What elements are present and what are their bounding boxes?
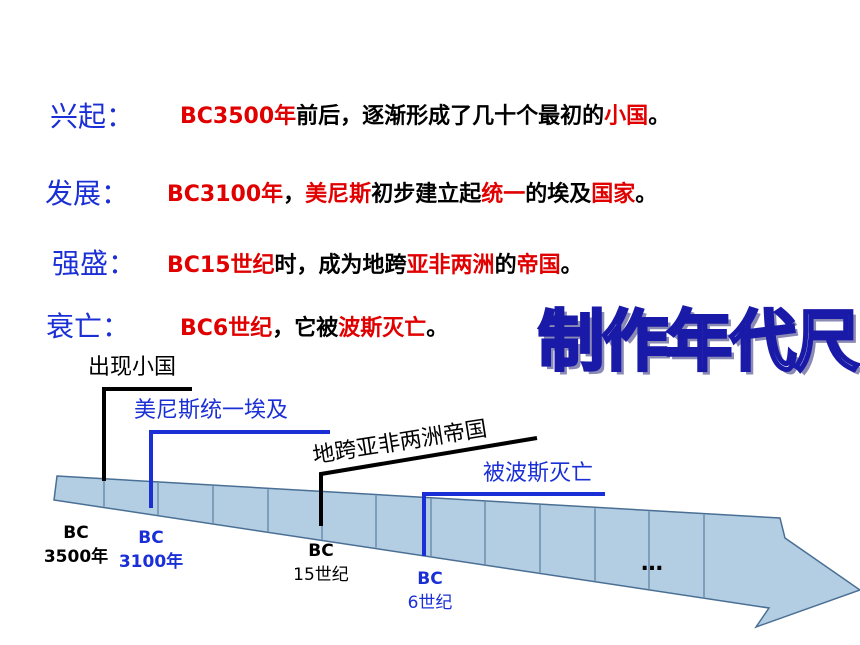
plain-text: 初步建立起: [371, 182, 482, 207]
plain-text: ，它被: [272, 316, 339, 341]
event-bracket: [319, 436, 538, 526]
event-label: 被波斯灭亡: [483, 461, 593, 486]
stage-label: 兴起：: [50, 100, 135, 133]
event-date: BC: [308, 541, 333, 561]
highlight-text: 亚非两洲: [406, 253, 495, 278]
timeline-ellipsis: …: [641, 551, 663, 576]
plain-text: 时，成为地跨: [274, 253, 407, 278]
plain-text: 。: [635, 182, 658, 207]
stage-label: 衰亡：: [46, 310, 131, 343]
highlight-text: 波斯灭亡: [338, 316, 427, 341]
stage-text: BC15世纪时，成为地跨亚非两洲的帝国。: [167, 247, 583, 279]
timeline-arrow: [53, 475, 860, 629]
plain-text: 。: [648, 104, 671, 129]
event-date: BC: [138, 528, 163, 548]
event-label: 美尼斯统一埃及: [134, 398, 288, 423]
event-date: 3100年: [119, 551, 183, 572]
highlight-text: BC6世纪: [180, 316, 273, 341]
plain-text: ，: [283, 182, 306, 207]
event-label: 出现小国: [88, 355, 176, 380]
highlight-text: 统一: [481, 182, 526, 207]
plain-text: 前后，逐渐形成了几十个最初的: [296, 104, 605, 129]
highlight-text: 美尼斯: [305, 182, 372, 207]
stage-label: 发展：: [45, 177, 130, 210]
event-date: 3500年: [44, 546, 108, 567]
plain-text: 的埃及: [525, 182, 592, 207]
plain-text: 的: [494, 253, 517, 278]
timeline-ticks: [103, 479, 705, 598]
stage-text: BC3100年，美尼斯初步建立起统一的埃及国家。: [167, 176, 657, 208]
event-bracket: [422, 492, 605, 556]
stage-label: 强盛：: [52, 247, 137, 280]
highlight-text: BC3500年: [180, 104, 297, 129]
banner-title: 制作年代尺: [537, 302, 860, 382]
stage-text: BC6世纪，它被波斯灭亡。: [180, 310, 448, 342]
highlight-text: 帝国: [516, 253, 561, 278]
highlight-text: BC15世纪: [167, 253, 275, 278]
event-date: BC: [63, 523, 88, 543]
event-date: 15世纪: [293, 565, 349, 585]
event-bracket: [102, 387, 192, 481]
highlight-text: 小国: [604, 104, 649, 129]
event-date: 6世纪: [408, 593, 453, 613]
stage-text: BC3500年前后，逐渐形成了几十个最初的小国。: [180, 98, 670, 130]
plain-text: 。: [426, 316, 449, 341]
event-date: BC: [417, 569, 442, 589]
highlight-text: BC3100年: [167, 182, 284, 207]
plain-text: 。: [560, 253, 583, 278]
event-bracket: [149, 430, 330, 508]
highlight-text: 国家: [591, 182, 636, 207]
